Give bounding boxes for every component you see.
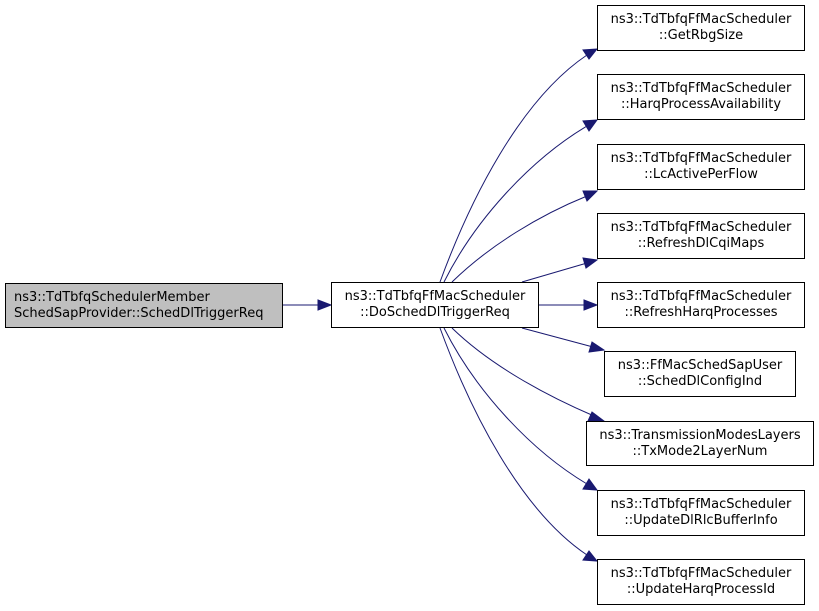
node-refreshharqprocesses-line1: ns3::TdTbfqFfMacScheduler bbox=[610, 289, 792, 304]
node-updatedlrlcbufferinfo-line2: ::UpdateDlRlcBufferInfo bbox=[624, 513, 778, 528]
node-root-scheddltriggerreq[interactable]: ns3::TdTbfqSchedulerMember SchedSapProvi… bbox=[5, 283, 283, 328]
node-getrbgsize-line2: ::GetRbgSize bbox=[658, 28, 744, 43]
node-updateharqprocessid-line2: ::UpdateHarqProcessId bbox=[626, 582, 776, 597]
node-refreshdlcqimaps-line2: ::RefreshDlCqiMaps bbox=[637, 236, 765, 251]
node-scheddlconfigind-line2: ::SchedDlConfigInd bbox=[637, 374, 763, 389]
edge-to-updatedlrlcbufferinfo bbox=[443, 327, 588, 485]
arrowhead-getrbgsize bbox=[582, 48, 599, 60]
node-updateharqprocessid-line1: ns3::TdTbfqFfMacScheduler bbox=[610, 566, 792, 581]
node-refreshdlcqimaps[interactable]: ns3::TdTbfqFfMacScheduler ::RefreshDlCqi… bbox=[597, 213, 805, 259]
edge-to-txmode2layernum bbox=[451, 327, 595, 417]
node-lcactiveperflow[interactable]: ns3::TdTbfqFfMacScheduler ::LcActivePerF… bbox=[597, 144, 805, 190]
arrowhead-harqprocessavailability bbox=[582, 119, 599, 132]
node-doscheddltriggerreq[interactable]: ns3::TdTbfqFfMacScheduler ::DoSchedDlTri… bbox=[331, 282, 539, 328]
arrowhead-txmode2layernum bbox=[587, 411, 606, 422]
arrowhead-root-to-center bbox=[317, 299, 333, 311]
node-txmode2layernum-line1: ns3::TransmissionModesLayers bbox=[599, 427, 801, 443]
node-getrbgsize-line1: ns3::TdTbfqFfMacScheduler bbox=[610, 12, 792, 27]
node-updatedlrlcbufferinfo[interactable]: ns3::TdTbfqFfMacScheduler ::UpdateDlRlcB… bbox=[597, 490, 805, 536]
node-txmode2layernum-line2: ::TxMode2LayerNum bbox=[632, 443, 768, 459]
node-getrbgsize[interactable]: ns3::TdTbfqFfMacScheduler ::GetRbgSize bbox=[597, 5, 805, 51]
edge-to-getrbgsize bbox=[439, 54, 588, 283]
node-center-line1: ns3::TdTbfqFfMacScheduler bbox=[344, 289, 526, 304]
node-harqprocessavailability-line1: ns3::TdTbfqFfMacScheduler bbox=[610, 81, 792, 96]
edge-to-refreshdlcqimaps bbox=[521, 262, 588, 283]
node-root-line2: SchedSapProvider::SchedDlTriggerReq bbox=[14, 305, 264, 321]
arrowhead-refreshdlcqimaps bbox=[582, 257, 599, 269]
arrowhead-updateharqprocessid bbox=[582, 550, 599, 562]
node-lcactiveperflow-line2: ::LcActivePerFlow bbox=[644, 167, 758, 182]
node-lcactiveperflow-line1: ns3::TdTbfqFfMacScheduler bbox=[610, 151, 792, 166]
edge-to-lcactiveperflow bbox=[451, 195, 588, 283]
node-harqprocessavailability[interactable]: ns3::TdTbfqFfMacScheduler ::HarqProcessA… bbox=[597, 74, 805, 120]
arrowhead-refreshharqprocesses bbox=[583, 299, 599, 311]
node-updatedlrlcbufferinfo-line1: ns3::TdTbfqFfMacScheduler bbox=[610, 497, 792, 512]
node-refreshharqprocesses-line2: ::RefreshHarqProcesses bbox=[624, 305, 778, 320]
node-harqprocessavailability-line2: ::HarqProcessAvailability bbox=[620, 97, 782, 112]
node-refreshdlcqimaps-line1: ns3::TdTbfqFfMacScheduler bbox=[610, 220, 792, 235]
node-updateharqprocessid[interactable]: ns3::TdTbfqFfMacScheduler ::UpdateHarqPr… bbox=[597, 559, 805, 605]
node-root-line1: ns3::TdTbfqSchedulerMember bbox=[14, 289, 210, 305]
arrowhead-updatedlrlcbufferinfo bbox=[582, 478, 599, 491]
edge-to-scheddlconfigind bbox=[521, 327, 594, 348]
node-txmode2layernum[interactable]: ns3::TransmissionModesLayers ::TxMode2La… bbox=[586, 421, 814, 466]
arrowhead-lcactiveperflow bbox=[582, 190, 599, 202]
node-center-line2: ::DoSchedDlTriggerReq bbox=[360, 305, 510, 320]
node-refreshharqprocesses[interactable]: ns3::TdTbfqFfMacScheduler ::RefreshHarqP… bbox=[597, 282, 805, 328]
edge-to-updateharqprocessid bbox=[439, 327, 588, 556]
arrowhead-scheddlconfigind bbox=[588, 341, 606, 353]
edge-to-harqprocessavailability bbox=[443, 125, 588, 283]
node-scheddlconfigind-line1: ns3::FfMacSchedSapUser bbox=[617, 358, 783, 373]
node-scheddlconfigind[interactable]: ns3::FfMacSchedSapUser ::SchedDlConfigIn… bbox=[604, 351, 796, 397]
